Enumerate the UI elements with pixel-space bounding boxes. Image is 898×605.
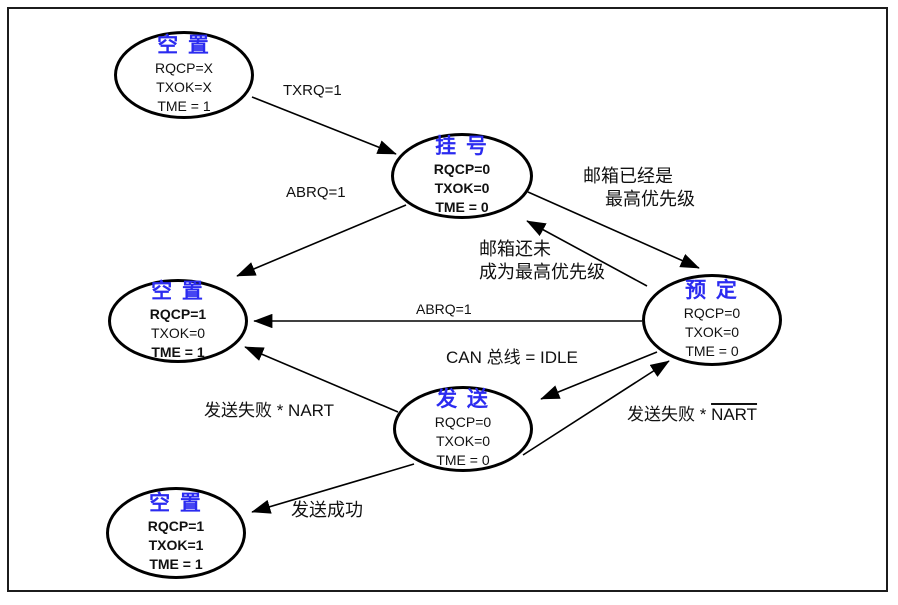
state-value-rqcp: RQCP=0: [433, 161, 491, 177]
edge-fail-not-nart-label-overline: NART: [711, 405, 758, 424]
edge-fail-nart-line: [244, 346, 399, 413]
edge-txrq-line: [251, 96, 397, 155]
edge-mailbox-highest-line: [527, 191, 700, 269]
edge-can-idle-line: [540, 351, 658, 400]
diagram-border-frame: [7, 7, 888, 592]
state-value-rqcp: RQCP=0: [434, 414, 492, 430]
edge-mailbox-not-highest-label-line1: 邮箱还未: [479, 239, 551, 259]
edge-mailbox-highest-label: 邮箱已经是 最高优先级: [583, 165, 695, 211]
edge-fail-not-nart-label-prefix: 发送失败 *: [627, 405, 712, 424]
state-transmit: 发 送 RQCP=0 TXOK=0 TME = 0: [393, 386, 533, 472]
state-value-rqcp: RQCP=0: [683, 305, 741, 321]
state-value-txok: TXOK=0: [684, 324, 740, 340]
edge-mailbox-highest-label-line1: 邮箱已经是: [583, 166, 673, 186]
state-value-txok: TXOK=0: [434, 180, 490, 196]
state-value-txok: TXOK=1: [148, 537, 204, 553]
state-title: 空 置: [149, 492, 203, 515]
edge-abrq-to-empty-line: [236, 204, 407, 277]
state-title: 发 送: [436, 388, 490, 411]
state-value-tme: TME = 1: [149, 556, 203, 572]
state-empty-mid: 空 置 RQCP=1 TXOK=0 TME = 1: [108, 279, 248, 363]
state-value-txok: TXOK=0: [150, 325, 206, 341]
edge-fail-nart-label: 发送失败 * NART: [204, 401, 335, 420]
state-value-rqcp: RQCP=1: [149, 306, 207, 322]
edge-abrq-to-empty-label: ABRQ=1: [286, 184, 346, 201]
state-title: 空 置: [157, 34, 211, 57]
edge-mailbox-not-highest-line: [526, 220, 648, 287]
edge-fail-not-nart-label: 发送失败 * NART: [627, 403, 757, 426]
state-value-tme: TME = 0: [436, 452, 490, 468]
state-value-tme: TME = 1: [151, 344, 205, 360]
edge-mailbox-not-highest-label-line2: 成为最高优先级: [479, 262, 605, 282]
state-value-tme: TME = 1: [157, 98, 211, 114]
state-value-txok: TXOK=X: [156, 79, 212, 95]
edge-abrq-from-scheduled-label: ABRQ=1: [416, 301, 472, 317]
state-empty-top: 空 置 RQCP=X TXOK=X TME = 1: [114, 31, 254, 119]
edge-txrq-label: TXRQ=1: [283, 82, 342, 99]
state-value-txok: TXOK=0: [435, 433, 491, 449]
edge-fail-not-nart-line: [522, 360, 670, 456]
state-value-tme: TME = 0: [435, 199, 489, 215]
state-title: 挂 号: [435, 135, 489, 158]
state-scheduled: 预 定 RQCP=0 TXOK=0 TME = 0: [642, 274, 782, 366]
state-empty-bottom: 空 置 RQCP=1 TXOK=1 TME = 1: [106, 487, 246, 579]
state-title: 空 置: [151, 280, 205, 303]
state-value-rqcp: RQCP=X: [155, 60, 213, 76]
state-title: 预 定: [685, 279, 739, 302]
edge-success-line: [251, 463, 415, 514]
edge-mailbox-not-highest-label: 邮箱还未 成为最高优先级: [479, 238, 605, 284]
state-value-tme: TME = 0: [685, 343, 739, 359]
state-pending: 挂 号 RQCP=0 TXOK=0 TME = 0: [391, 133, 533, 219]
edge-mailbox-highest-label-line2: 最高优先级: [605, 189, 695, 209]
edge-can-idle-label: CAN 总线 = IDLE: [446, 348, 578, 367]
edge-success-label: 发送成功: [291, 500, 363, 520]
state-value-rqcp: RQCP=1: [147, 518, 205, 534]
